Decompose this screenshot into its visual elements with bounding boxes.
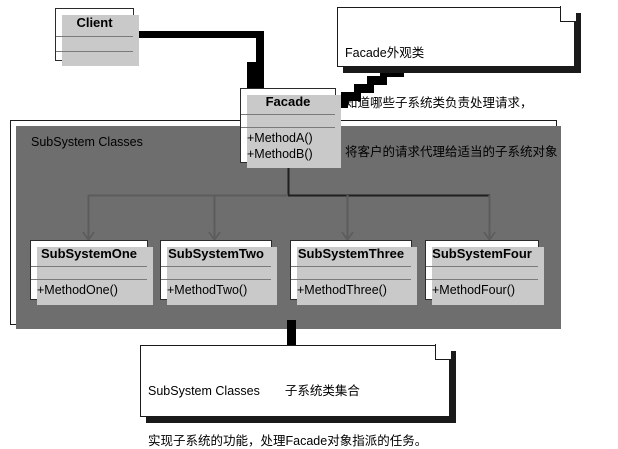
subsystem-two-class-name: SubSystemTwo bbox=[161, 241, 271, 267]
subsystem-four-operations-compartment: +MethodFour() bbox=[426, 280, 538, 303]
note-subsystem-line-1: 实现子系统的功能，处理Facade对象指派的任务。 bbox=[148, 433, 428, 448]
note-facade-text: Facade外观类 知道哪些子系统类负责处理请求， 将客户的请求代理给适当的子系… bbox=[337, 7, 575, 198]
subsystem-two-shadow bbox=[167, 247, 277, 305]
facade-operation-0: +MethodA() bbox=[247, 131, 313, 145]
note-facade-line-0: Facade外观类 bbox=[345, 46, 425, 60]
facade-attributes-compartment bbox=[241, 115, 335, 128]
class-box-facade[interactable]: Facade +MethodA() +MethodB() bbox=[240, 88, 341, 168]
subsystem-four-shadow bbox=[432, 247, 544, 305]
note-subsystem[interactable]: SubSystem Classes 子系统类集合 实现子系统的功能，处理Faca… bbox=[140, 343, 456, 448]
subsystem-two-operations-compartment: +MethodTwo() bbox=[161, 280, 271, 303]
client-attributes-compartment bbox=[56, 37, 133, 52]
subsystem-one-attributes-compartment bbox=[31, 267, 147, 280]
class-box-subsystem-two[interactable]: SubSystemTwo +MethodTwo() bbox=[160, 240, 277, 305]
facade-operations-compartment: +MethodA() +MethodB() bbox=[241, 128, 335, 166]
note-subsystem-body bbox=[140, 345, 450, 417]
class-box-subsystem-one[interactable]: SubSystemOne +MethodOne() bbox=[30, 240, 153, 305]
note-subsystem-text: SubSystem Classes 子系统类集合 实现子系统的功能，处理Faca… bbox=[140, 345, 450, 449]
subsystem-one-operation: +MethodOne() bbox=[37, 283, 118, 297]
note-facade-line-2: 将客户的请求代理给适当的子系统对象 bbox=[345, 145, 558, 159]
client-class-name: Client bbox=[56, 9, 133, 37]
subsystem-one-operations-compartment: +MethodOne() bbox=[31, 280, 147, 303]
subsystem-four-operation: +MethodFour() bbox=[432, 283, 516, 297]
class-box-subsystem-three[interactable]: SubSystemThree +MethodThree() bbox=[290, 240, 417, 305]
note-subsystem-line-0: SubSystem Classes 子系统类集合 bbox=[148, 384, 360, 398]
note-facade[interactable]: Facade外观类 知道哪些子系统类负责处理请求， 将客户的请求代理给适当的子系… bbox=[337, 5, 581, 159]
subsystem-three-operations-compartment: +MethodThree() bbox=[291, 280, 411, 303]
client-facade-horizontal-link bbox=[133, 31, 263, 38]
client-facade-elbow bbox=[247, 62, 264, 93]
facade-class-name: Facade bbox=[241, 89, 335, 115]
class-box-client[interactable]: Client bbox=[55, 8, 139, 66]
facade-shadow bbox=[247, 95, 341, 168]
client-operations-compartment bbox=[56, 52, 133, 66]
subsystem-four-class-name: SubSystemFour bbox=[426, 241, 538, 267]
subsystem-note-anchor bbox=[287, 320, 296, 348]
subsystem-three-operation: +MethodThree() bbox=[297, 283, 387, 297]
client-shadow bbox=[62, 15, 139, 66]
subsystem-two-operation: +MethodTwo() bbox=[167, 283, 248, 297]
note-fold-corner-icon bbox=[560, 5, 576, 22]
subsystem-three-class-name: SubSystemThree bbox=[291, 241, 411, 267]
subsystem-one-class-name: SubSystemOne bbox=[31, 241, 147, 267]
subsystem-three-attributes-compartment bbox=[291, 267, 411, 280]
facade-note-anchor-step4 bbox=[367, 76, 387, 85]
note-fold-corner-icon-2 bbox=[435, 343, 451, 360]
note-facade-body bbox=[337, 7, 575, 67]
container-label: SubSystem Classes bbox=[31, 135, 143, 149]
facade-operation-1: +MethodB() bbox=[247, 146, 313, 161]
facade-note-anchor-step2 bbox=[341, 92, 361, 101]
class-box-subsystem-four[interactable]: SubSystemFour +MethodFour() bbox=[425, 240, 544, 305]
subsystem-three-shadow bbox=[297, 247, 417, 305]
note-facade-line-1: 知道哪些子系统类负责处理请求， bbox=[345, 95, 533, 110]
subsystem-one-shadow bbox=[37, 247, 153, 305]
facade-note-anchor-step3 bbox=[354, 84, 374, 93]
subsystem-four-attributes-compartment bbox=[426, 267, 538, 280]
subsystem-two-attributes-compartment bbox=[161, 267, 271, 280]
